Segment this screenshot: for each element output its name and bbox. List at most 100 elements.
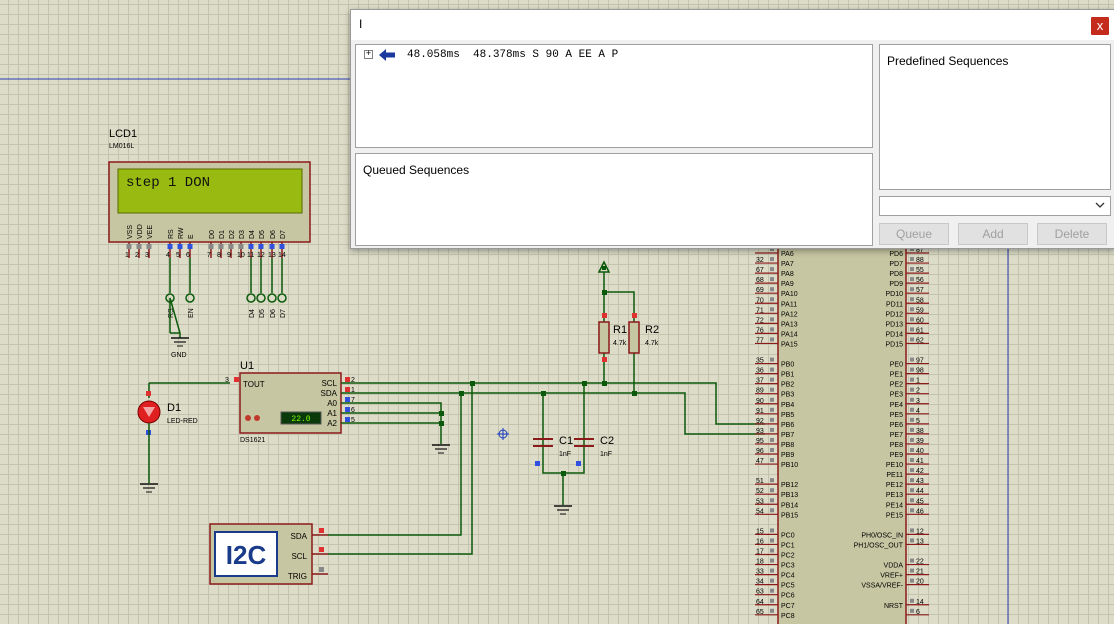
lcd-pin-marker [187,244,193,249]
mcu-pin-number: 20 [916,579,924,586]
mcu-pin-marker [910,297,914,302]
capacitor-c2[interactable]: C2 1nF [574,435,614,466]
mcu-pin-name: PE7 [890,432,903,439]
mcu-pin-number: 59 [916,307,924,314]
terminal-label: D5 [259,309,266,318]
queued-sequences-pane[interactable]: Queued Sequences [355,153,873,246]
mcu-pin-name: PA14 [781,331,798,338]
mcu-pin-number: 38 [916,428,924,435]
mcu-pin-marker [910,538,914,543]
resistor-r2[interactable]: R2 4.7k [628,313,659,354]
resistor-r1[interactable]: R1 4.7k [598,313,627,362]
lcd-pin-name: RS [168,229,175,239]
mcu-pin-marker [770,558,774,563]
terminal-label: D7 [280,309,287,318]
mcu-pin-name: PC5 [781,583,795,590]
mcu-pin-marker [910,598,914,603]
close-button[interactable]: x [1091,17,1109,35]
mcu-pin-name: VDDA [884,563,904,570]
mcu-pin-name: PA6 [781,251,794,258]
mcu-pin-marker [910,337,914,342]
mcu-pin-number: 4 [916,408,920,415]
mcu-pin-marker [770,508,774,513]
window-titlebar[interactable]: I x [351,10,1114,40]
mcu-pin-marker [770,337,774,342]
queue-button[interactable]: Queue [879,223,949,245]
lcd-pin-marker [177,244,183,249]
mcu-pin-name: PB4 [781,402,794,409]
mcu-pin-name: PD12 [885,311,903,318]
mcu-pin-marker [770,568,774,573]
chevron-down-icon [1095,202,1105,208]
predefined-sequences-pane[interactable]: Predefined Sequences [879,44,1111,190]
mcu-pin-marker [910,468,914,473]
mcu-pin-name: PD11 [886,301,903,308]
mcu-pin-marker [770,297,774,302]
lcd-pin-number: 14 [278,252,286,259]
mcu-pin-name: PE8 [890,442,903,449]
mcu-pin-name: PD9 [889,281,903,288]
mcu-pin-number: 5 [916,418,920,425]
expand-icon[interactable]: + [364,49,373,59]
queued-sequences-title: Queued Sequences [363,163,470,177]
lcd-pin-marker [258,244,264,249]
mcu-pin-marker [770,448,774,452]
led-component[interactable]: D1 LED-RED [137,382,230,493]
mcu-pin-number: 90 [756,398,764,405]
mcu-pin-name: PB1 [781,372,794,379]
c1-ref: C1 [559,435,573,447]
u1-pin-number: 2 [351,377,355,384]
r2-ref: R2 [645,324,659,336]
mcu-pin-name: PE2 [890,382,903,389]
mcu-pin-number: 42 [916,468,924,475]
led-model: LED-RED [167,418,198,425]
mcu-pin-number: 70 [756,297,764,304]
mcu-pin-marker [910,277,914,282]
mcu-pin-number: 55 [916,267,924,274]
mcu-pin-name: PD7 [889,261,903,268]
sequence-log-pane[interactable]: + 48.058ms 48.378ms S 90 A EE A P [355,44,873,148]
mcu-pin-name: PE10 [886,462,903,469]
mcu-pin-number: 1 [916,378,920,385]
lcd-pin-name: D1 [219,230,226,239]
mcu-pin-name: VREF+ [880,573,903,580]
i2c-debugger[interactable]: I2C SDA SCL TRIG [209,523,328,585]
i2c-debug-window[interactable]: I x + 48.058ms 48.378ms S 90 A EE A P Qu… [350,9,1114,249]
lcd-pin-number: 7 [207,252,211,259]
mcu-pin-marker [910,458,914,463]
terminal-icon [267,293,277,303]
c2-ref: C2 [600,435,614,447]
lcd-pin-marker [269,244,275,249]
lcd-pin-marker [146,244,152,249]
mcu-pin-name: PA10 [781,291,798,298]
window-title: I [359,17,363,31]
mcu-pin-name: PE11 [886,472,903,479]
sequence-dropdown[interactable] [879,196,1111,216]
lcd-component[interactable]: LCD1 LM016L step 1 DON VSS1VDD2VEE3RS4RW… [108,128,311,259]
lcd-pin-number: 11 [247,252,254,259]
u1-ref: U1 [240,360,254,372]
mcu-pin-number: 13 [916,538,924,545]
capacitor-c1[interactable]: C1 1nF [533,435,573,466]
mcu-pin-marker [910,417,914,422]
delete-button[interactable]: Delete [1037,223,1107,245]
mcu-pin-name: PB3 [781,392,794,399]
junctions [439,290,637,476]
u1-pin-name: A0 [327,399,337,408]
mcu-pin-name: PE14 [886,502,903,509]
mcu-pin-name: PE4 [890,402,903,409]
mcu-pin-name: PC3 [781,563,795,570]
mcu-pin-marker [770,307,774,312]
mcu-pin-number: 77 [756,337,764,344]
lcd-pin-number: 1 [125,252,129,259]
mcu-pin-marker [910,377,914,382]
mcu-pin-number: 93 [756,428,764,435]
stm32-mcu[interactable]: PA632PA767PA868PA969PA1070PA1171PA1272PA… [755,239,929,624]
power-terminal-icon [597,260,611,273]
mcu-pin-number: 68 [756,277,764,284]
add-button[interactable]: Add [958,223,1028,245]
lcd-screen [117,168,303,214]
mcu-pin-marker [910,267,914,272]
wires [328,272,765,555]
